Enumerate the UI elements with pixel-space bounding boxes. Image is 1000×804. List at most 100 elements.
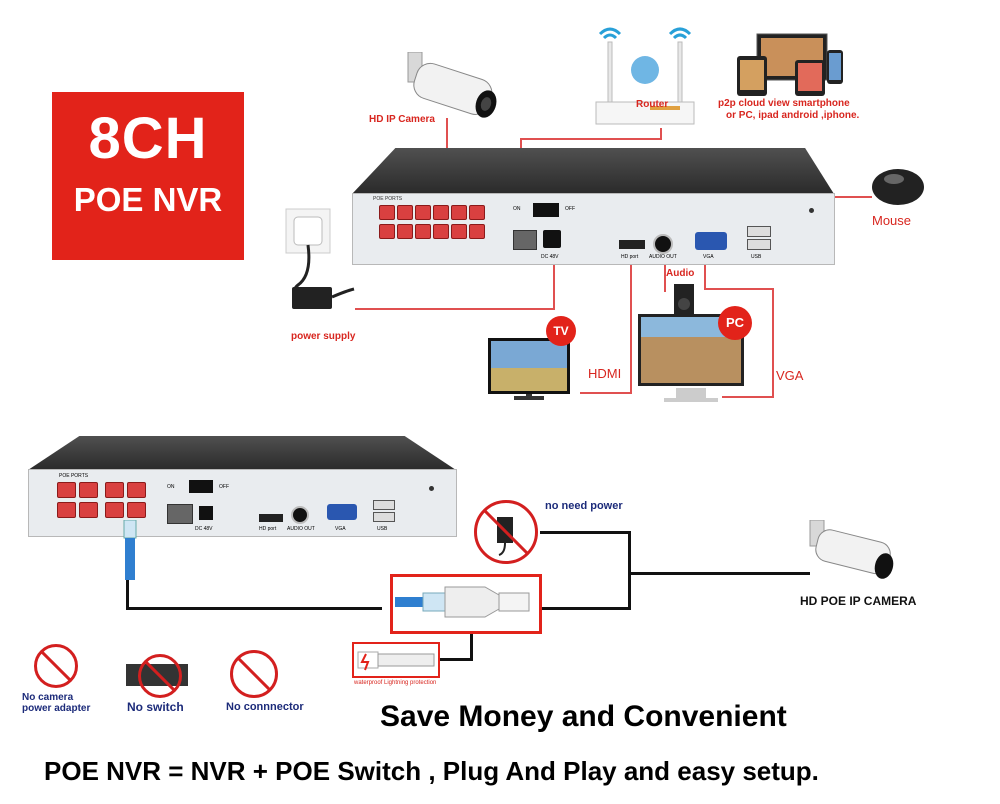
poe-camera-icon [809, 520, 894, 579]
bottom-usb-port [373, 500, 395, 510]
top-dc-port [543, 230, 561, 248]
top-poe-port [451, 224, 467, 239]
waterproof-label: waterproof Lightning protection [354, 680, 437, 686]
badge-channels: 8CH [88, 106, 208, 171]
camera-cable-v [628, 531, 631, 610]
vga-label: VGA [776, 368, 804, 383]
hdmi-connector-line [630, 262, 632, 392]
tv-icon [488, 338, 570, 400]
product-badge: 8CH POE NVR [52, 92, 244, 260]
top-poe-port [469, 205, 485, 220]
router-connector-line-h [520, 138, 660, 140]
bottom-usb-label: USB [377, 526, 388, 532]
top-poe-port [433, 224, 449, 239]
nvr-cable-h [126, 607, 382, 610]
lightning-protector-icon [357, 651, 435, 671]
bottom-poe-port [79, 482, 98, 498]
top-hdmi-port [619, 240, 645, 249]
top-poe-port [451, 205, 467, 220]
waterproof-connector-icon [395, 586, 530, 618]
power-supply-label: power supply [291, 331, 356, 342]
top-power-switch [533, 203, 559, 217]
top-poe-port [397, 205, 413, 220]
no-switch-label: No switch [127, 700, 184, 714]
mouse-connector-line [832, 196, 872, 198]
vga-connector-line-v [772, 288, 774, 398]
camera-cable-h [536, 607, 630, 610]
no-adapter-label-line1: No camera [22, 692, 74, 703]
bottom-nvr-panel: POE PORTS ON OFF DC 48V HD port AUDIO OU… [28, 469, 457, 537]
bottom-poe-ports-label: POE PORTS [59, 473, 89, 479]
bottom-poe-port [57, 502, 76, 518]
no-adapter-icon [34, 644, 78, 688]
no-adapter-label: No camera power adapter [22, 692, 90, 714]
p2p-label: p2p cloud view smartphone or PC, ipad an… [718, 98, 859, 122]
hdmi-connector-line-h [580, 392, 632, 394]
bottom-audio-out-label: AUDIO OUT [287, 526, 315, 532]
top-lan-port [513, 230, 537, 250]
bottom-poe-port [105, 482, 124, 498]
bottom-lan-port [167, 504, 193, 524]
vga-connector-line [704, 262, 706, 288]
bottom-poe-port [127, 502, 146, 518]
mouse-label: Mouse [872, 213, 912, 228]
top-poe-ports-label: POE PORTS [373, 196, 403, 202]
bottom-poe-port [127, 482, 146, 498]
top-on-label: ON [513, 206, 521, 212]
bottom-power-switch [189, 480, 213, 493]
bottom-on-label: ON [167, 484, 175, 490]
top-dc-label: DC 48V [541, 254, 559, 260]
top-poe-port [433, 205, 449, 220]
audio-connector-line [664, 262, 666, 292]
bottom-audio-port [291, 506, 309, 524]
camera-label: HD IP Camera [369, 114, 435, 125]
top-poe-port [397, 224, 413, 239]
bottom-poe-port [105, 502, 124, 518]
bottom-nvr-body [28, 436, 456, 470]
no-need-power-label: no need power [545, 500, 623, 512]
top-poe-port [415, 205, 431, 220]
power-connector-line-h [355, 308, 555, 310]
bottom-ground-screw [429, 486, 434, 491]
no-adapter-label-line2: power adapter [22, 703, 91, 714]
bottom-vga-label: VGA [335, 526, 346, 532]
nvr-cable [126, 580, 129, 610]
pc-badge: PC [718, 306, 752, 340]
slogan-tagline: POE NVR = NVR + POE Switch , Plug And Pl… [44, 756, 819, 786]
bottom-dc-port [199, 506, 213, 520]
top-audio-out-label: AUDIO OUT [649, 254, 677, 260]
bottom-vga-port [327, 504, 357, 520]
top-audio-port [653, 234, 673, 254]
top-usb-label: USB [751, 254, 762, 260]
p2p-label-line2: or PC, ipad android ,iphone. [726, 110, 860, 121]
p2p-label-line1: p2p cloud view smartphone [718, 98, 850, 109]
top-usb-port [747, 226, 771, 237]
no-power-cable [540, 531, 630, 534]
bottom-poe-port [57, 482, 76, 498]
router-connector-line-v [660, 128, 662, 140]
power-connector-line [553, 262, 555, 310]
hdmi-label: HDMI [588, 366, 622, 381]
camera-cable-out [628, 572, 810, 575]
top-usb-port [747, 239, 771, 250]
router-label: Router [636, 99, 669, 110]
bottom-hdmi-port [259, 514, 283, 522]
no-connector-icon [230, 650, 278, 698]
waterproof-connector-box [390, 574, 542, 634]
top-poe-port [379, 224, 395, 239]
top-nvr-body [352, 148, 834, 194]
top-off-label: OFF [565, 206, 575, 212]
badge-product: POE NVR [73, 181, 223, 218]
tv-badge: TV [546, 316, 576, 346]
vga-connector-line-h [704, 288, 774, 290]
ip-camera-icon [407, 52, 497, 118]
top-poe-port [469, 224, 485, 239]
top-ground-screw [809, 208, 814, 213]
power-adapter-icon [497, 517, 513, 556]
bottom-dc-label: DC 48V [195, 526, 213, 532]
bottom-poe-port [79, 502, 98, 518]
lightning-protection-box [352, 642, 440, 678]
top-vga-port [695, 232, 727, 250]
bottom-usb-port [373, 512, 395, 522]
power-supply-icon [285, 208, 355, 309]
